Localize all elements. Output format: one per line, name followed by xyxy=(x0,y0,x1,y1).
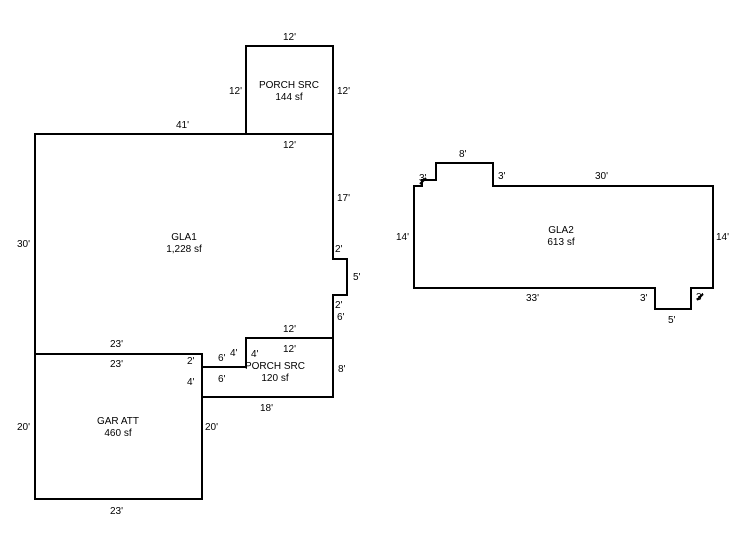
dim-gar-top-a: 23' xyxy=(110,339,123,350)
dim-porch-top-top: 12' xyxy=(283,32,296,43)
dim-bump-bottom: 2' xyxy=(335,300,343,311)
gla1-name: GLA1 xyxy=(171,232,197,243)
dim-gla2-top-step: 3' xyxy=(498,171,506,182)
dim-porch-mid-top-a: 12' xyxy=(283,324,296,335)
gla1-outline xyxy=(34,133,348,354)
dim-bump-right: 5' xyxy=(353,272,361,283)
dim-gla2-left: 14' xyxy=(396,232,409,243)
dim-gla2-bottom: 33' xyxy=(526,293,539,304)
dim-porch-mid-step-c: 6' xyxy=(218,353,226,364)
porch-top-name: PORCH SRC xyxy=(259,80,319,91)
dim-gla2-bottom-notch: 5' xyxy=(668,315,676,326)
porch-mid-name: PORCH SRC xyxy=(245,361,305,372)
porch-mid-area: 120 sf xyxy=(261,373,288,384)
gla2-name: GLA2 xyxy=(548,225,574,236)
dim-gar-notch-b: 4' xyxy=(187,377,195,388)
dim-porch-mid-step-a: 4' xyxy=(230,348,238,359)
dim-gla1-right-upper: 17' xyxy=(337,193,350,204)
gla1-area: 1,228 sf xyxy=(166,244,202,255)
dim-porch-mid-step-d: 6' xyxy=(218,374,226,385)
dim-gar-right: 20' xyxy=(205,422,218,433)
dim-gla2-top-left-small: 3' xyxy=(419,173,427,184)
dim-gla1-top-right: 12' xyxy=(283,140,296,151)
dim-gar-bottom: 23' xyxy=(110,506,123,517)
dim-gar-left: 20' xyxy=(17,422,30,433)
dim-porch-mid-top-b: 12' xyxy=(283,344,296,355)
dim-gar-notch-a: 2' xyxy=(187,356,195,367)
dim-bump-top: 2' xyxy=(335,244,343,255)
dim-porch-mid-right: 8' xyxy=(338,364,346,375)
dim-gla2-bottom-step: 3' xyxy=(640,293,648,304)
porch-top-outline xyxy=(245,45,334,134)
dim-gla1-left: 30' xyxy=(17,239,30,250)
dim-gla1-top-left: 41' xyxy=(176,120,189,131)
porch-top-area: 144 sf xyxy=(275,92,302,103)
dim-porch-mid-bottom: 18' xyxy=(260,403,273,414)
garage-outline xyxy=(34,353,203,500)
gla2-outline xyxy=(413,162,714,310)
dim-gla1-right-lower: 6' xyxy=(337,312,345,323)
dim-gla2-bottom-small: 3' xyxy=(696,292,704,303)
gar-att-area: 460 sf xyxy=(104,428,131,439)
porch-mid-outline xyxy=(202,337,334,398)
dim-porch-top-right: 12' xyxy=(337,86,350,97)
gla2-area: 613 sf xyxy=(547,237,574,248)
dim-gla2-right: 14' xyxy=(716,232,729,243)
dim-gla2-top-notch: 8' xyxy=(459,149,467,160)
dim-gla2-top-right: 30' xyxy=(595,171,608,182)
gla2-corner-mark-bottom xyxy=(696,293,704,301)
dim-porch-top-left: 12' xyxy=(229,86,242,97)
gla2-corner-mark-top xyxy=(419,177,427,185)
dim-gar-top-b: 23' xyxy=(110,359,123,370)
gar-att-name: GAR ATT xyxy=(97,416,139,427)
dim-porch-mid-step-b: 4' xyxy=(251,349,259,360)
